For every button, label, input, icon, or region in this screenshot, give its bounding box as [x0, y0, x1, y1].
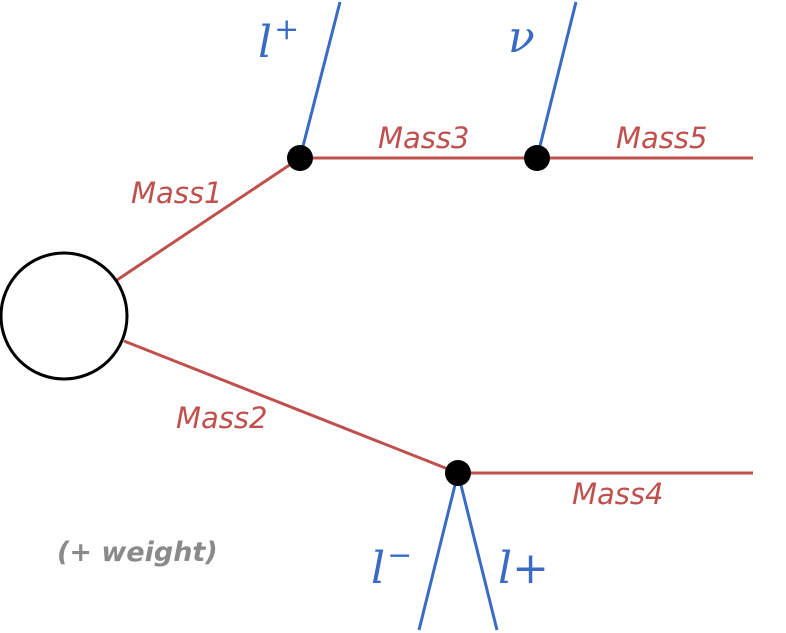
vertex-top-left — [287, 145, 313, 171]
label-lepton-plus-bottom: l+ — [498, 543, 549, 594]
label-lepton-plus-top: l+ — [258, 12, 299, 68]
weight-note: (+ weight) — [57, 537, 218, 568]
label-neutrino: ν — [508, 12, 535, 63]
interaction-blob — [0, 251, 129, 381]
label-mass5: Mass5 — [616, 121, 707, 155]
vertex-top-right — [524, 145, 550, 171]
label-mass1: Mass1 — [131, 176, 222, 210]
label-mass2: Mass2 — [176, 401, 267, 435]
vertex-bottom — [445, 460, 471, 486]
label-mass3: Mass3 — [378, 121, 469, 155]
external-leg-neutrino — [535, 1, 578, 159]
label-mass4: Mass4 — [572, 477, 663, 511]
label-lepton-minus: l− — [371, 538, 412, 594]
external-leg-lepton-plus-bottom — [456, 472, 499, 631]
external-leg-lepton-minus — [417, 472, 460, 631]
propagator-mass2 — [123, 339, 459, 475]
propagator-mass1 — [116, 156, 301, 282]
external-leg-lepton-plus-top — [298, 1, 342, 159]
